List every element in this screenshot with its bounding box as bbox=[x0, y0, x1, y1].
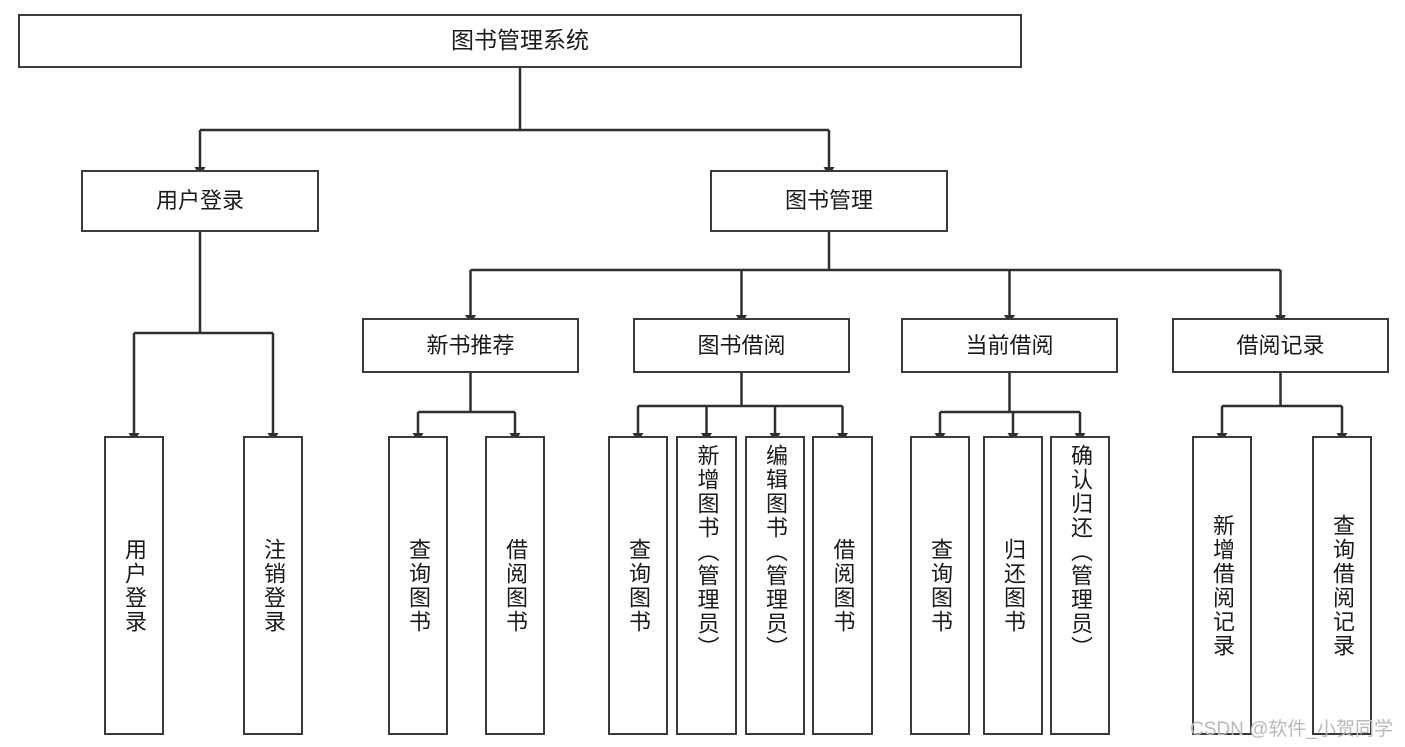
node-l_confirm[interactable]: 确认归还（管理员） bbox=[1050, 436, 1110, 735]
node-records[interactable]: 借阅记录 bbox=[1172, 318, 1389, 373]
node-bookmgmt[interactable]: 图书管理 bbox=[710, 170, 948, 232]
node-l_ret[interactable]: 归还图书 bbox=[983, 436, 1043, 735]
node-l_b1[interactable]: 借阅图书 bbox=[485, 436, 545, 735]
node-l_login[interactable]: 用户登录 bbox=[104, 436, 164, 735]
node-l_logout[interactable]: 注销登录 bbox=[243, 436, 303, 735]
node-login[interactable]: 用户登录 bbox=[81, 170, 319, 232]
node-l_add[interactable]: 新增图书（管理员） bbox=[676, 436, 737, 735]
node-l_qrec[interactable]: 查询借阅记录 bbox=[1312, 436, 1372, 735]
node-l_q1[interactable]: 查询图书 bbox=[388, 436, 448, 735]
watermark-text: CSDN @软件_小贺同学 bbox=[1190, 719, 1393, 740]
node-label: 查询借阅记录 bbox=[1330, 513, 1355, 658]
node-current[interactable]: 当前借阅 bbox=[901, 318, 1118, 373]
node-label: 图书管理系统 bbox=[451, 27, 589, 54]
node-l_q3[interactable]: 查询图书 bbox=[910, 436, 970, 735]
node-label: 图书借阅 bbox=[697, 332, 786, 358]
node-l_addrec[interactable]: 新增借阅记录 bbox=[1192, 436, 1252, 735]
node-borrow[interactable]: 图书借阅 bbox=[633, 318, 850, 373]
node-label: 用户登录 bbox=[155, 188, 244, 214]
node-label: 借阅图书 bbox=[503, 537, 528, 634]
node-label: 新书推荐 bbox=[426, 332, 515, 358]
node-label: 注销登录 bbox=[261, 537, 286, 634]
node-label: 查询图书 bbox=[928, 537, 953, 634]
node-label: 当前借阅 bbox=[965, 332, 1054, 358]
node-label: 查询图书 bbox=[406, 537, 431, 634]
node-label: 查询图书 bbox=[626, 537, 651, 634]
node-label: 借阅记录 bbox=[1236, 332, 1325, 358]
node-label: 编辑图书（管理员） bbox=[763, 444, 788, 660]
node-label: 新增图书（管理员） bbox=[694, 444, 720, 660]
edge-group bbox=[128, 68, 1348, 442]
node-root[interactable]: 图书管理系统 bbox=[18, 14, 1022, 68]
node-label: 新增借阅记录 bbox=[1210, 513, 1235, 658]
node-label: 用户登录 bbox=[122, 537, 147, 634]
node-l_b2[interactable]: 借阅图书 bbox=[812, 436, 873, 735]
node-label: 确认归还（管理员） bbox=[1068, 444, 1093, 660]
node-label: 借阅图书 bbox=[830, 537, 856, 634]
node-newbook[interactable]: 新书推荐 bbox=[362, 318, 579, 373]
node-label: 图书管理 bbox=[784, 188, 873, 214]
node-l_q2[interactable]: 查询图书 bbox=[608, 436, 668, 735]
node-l_edit[interactable]: 编辑图书（管理员） bbox=[745, 436, 805, 735]
node-label: 归还图书 bbox=[1001, 537, 1026, 634]
